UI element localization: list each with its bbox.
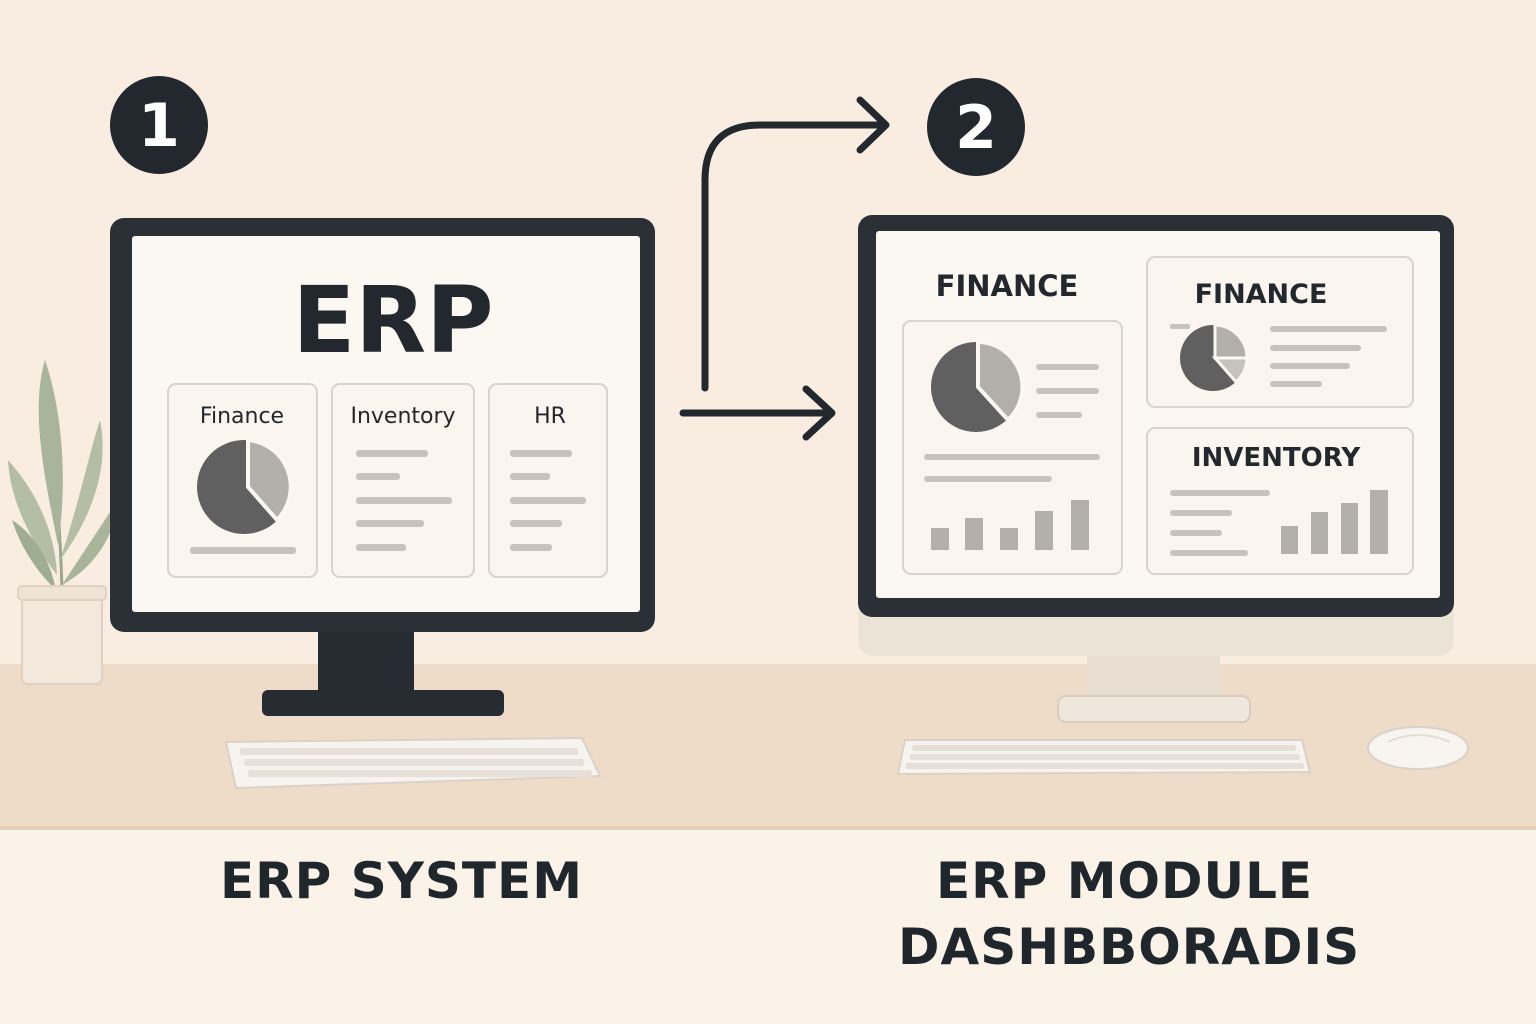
desk-edge bbox=[0, 826, 1536, 830]
right-inventory-lines bbox=[1170, 490, 1270, 556]
left-finance-pie-slice bbox=[246, 437, 293, 523]
step-number-2: 2 bbox=[955, 93, 997, 163]
left-hr-panel bbox=[488, 383, 608, 578]
left-inventory-label: Inventory bbox=[350, 404, 455, 429]
left-finance-bar bbox=[190, 547, 296, 554]
right-finance-large-lines bbox=[924, 364, 1100, 482]
right-monitor-stand-base bbox=[1057, 695, 1251, 723]
right-finance-small-lines bbox=[1270, 326, 1387, 387]
left-screen-title: ERP bbox=[292, 267, 493, 374]
right-finance-large-label: FINANCE bbox=[936, 269, 1079, 303]
left-inventory-lines bbox=[356, 450, 452, 551]
left-keyboard bbox=[224, 736, 602, 790]
flow-arrows bbox=[679, 96, 890, 441]
straight-arrow-head bbox=[802, 385, 836, 441]
step-badge-1: 1 bbox=[110, 76, 208, 174]
caption-erp-system: ERP SYSTEM bbox=[220, 852, 583, 910]
left-monitor-stand-neck bbox=[318, 628, 414, 702]
step-badge-2: 2 bbox=[927, 78, 1025, 176]
right-finance-large-bars bbox=[931, 500, 1089, 550]
right-monitor: FINANCE FINANCE bbox=[858, 215, 1454, 723]
right-finance-small-pie-slice-2 bbox=[1211, 356, 1249, 385]
right-keyboard bbox=[896, 739, 1312, 776]
right-inventory-bars bbox=[1281, 490, 1388, 554]
caption-erp-module-line2: DASHBBORADIS bbox=[898, 918, 1361, 976]
left-monitor: ERP Finance Inventory HR bbox=[110, 218, 655, 716]
caption-erp-module-line1: ERP MODULE bbox=[936, 852, 1314, 910]
curved-arrow bbox=[701, 121, 888, 392]
floor-band bbox=[0, 830, 1536, 1024]
left-hr-label: HR bbox=[534, 404, 566, 429]
right-finance-small-mark bbox=[1170, 324, 1190, 329]
left-hr-lines bbox=[510, 450, 586, 551]
left-monitor-stand-base bbox=[262, 690, 504, 716]
step-number-1: 1 bbox=[138, 91, 180, 161]
plant bbox=[8, 360, 118, 685]
right-finance-large-pie-slice bbox=[976, 339, 1025, 423]
right-inventory-label: INVENTORY bbox=[1192, 443, 1362, 473]
curved-arrow-head bbox=[856, 96, 890, 154]
right-finance-small-label: FINANCE bbox=[1195, 279, 1328, 310]
left-finance-label: Finance bbox=[200, 404, 284, 429]
mouse bbox=[1367, 726, 1469, 770]
left-inventory-panel bbox=[331, 383, 475, 578]
plant-pot bbox=[21, 589, 103, 685]
